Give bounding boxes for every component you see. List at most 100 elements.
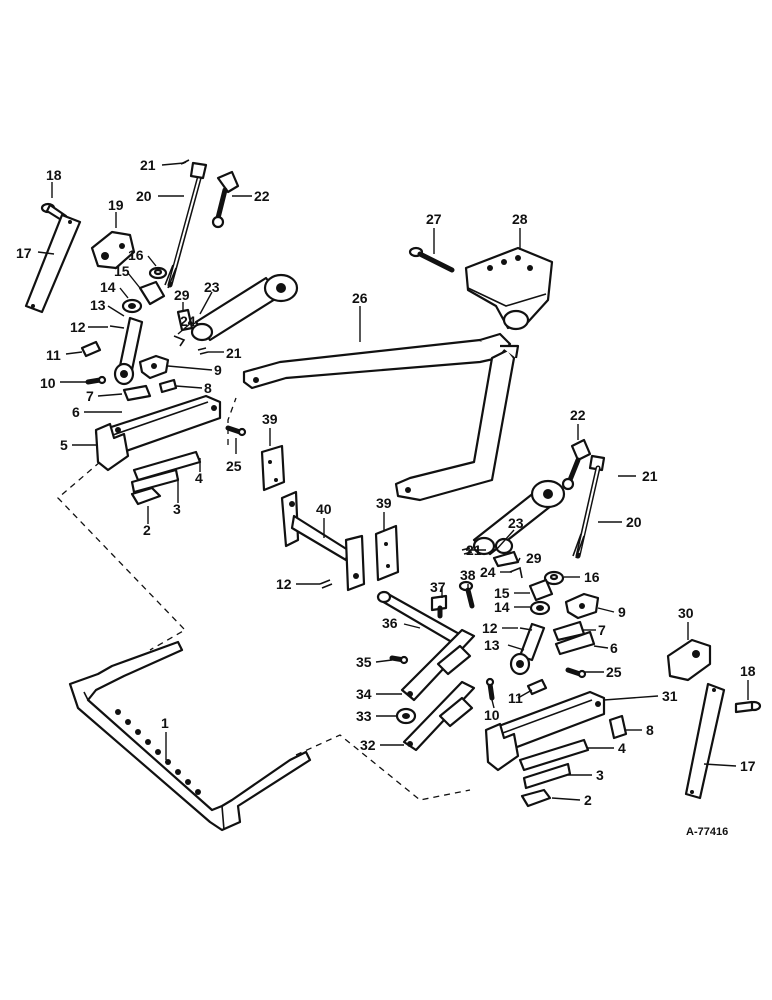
callout-11: 11 — [46, 347, 61, 363]
callout-labels: 18 17 21 20 22 19 16 15 14 13 12 29 23 2… — [16, 157, 756, 808]
pin-12-b — [319, 579, 333, 589]
callout-7: 7 — [86, 388, 94, 404]
strap-17-left — [24, 213, 82, 314]
callout-20: 20 — [136, 188, 152, 204]
bracket-30 — [666, 638, 712, 682]
left-upper-assembly — [24, 159, 299, 506]
callout-7: 7 — [598, 622, 606, 638]
callout-1: 1 — [161, 715, 169, 731]
callout-15: 15 — [114, 263, 130, 279]
pin-38 — [458, 580, 475, 609]
arm-32 — [402, 680, 476, 752]
rod-13-left — [113, 316, 144, 386]
callout-35: 35 — [356, 654, 372, 670]
callout-24: 24 — [480, 564, 496, 580]
shaft-40 — [280, 490, 366, 592]
cotter-21-b — [197, 347, 209, 355]
pin-8-right — [608, 714, 628, 740]
nut-16-left — [148, 266, 168, 280]
callout-23: 23 — [508, 515, 524, 531]
pin-18-right — [734, 700, 762, 714]
washer-16-right — [543, 570, 565, 586]
callout-27: 27 — [426, 211, 442, 227]
callout-9: 9 — [214, 362, 222, 378]
callout-13: 13 — [90, 297, 106, 313]
bar-4-right — [518, 738, 590, 772]
callout-3: 3 — [173, 501, 181, 517]
center-shaft-assembly — [260, 444, 400, 592]
right-strap-assembly — [666, 638, 762, 800]
plate-3-right — [522, 762, 572, 790]
callout-21: 21 — [140, 157, 156, 173]
callout-2: 2 — [143, 522, 151, 538]
pin-12-c — [519, 627, 533, 631]
bolt-27 — [408, 246, 455, 273]
callout-21: 21 — [642, 468, 658, 484]
callout-9: 9 — [618, 604, 626, 620]
callout-12: 12 — [276, 576, 292, 592]
cotter-21-d — [461, 547, 473, 555]
callout-28: 28 — [512, 211, 528, 227]
callout-29: 29 — [526, 550, 542, 566]
bolt-10-left — [85, 375, 107, 385]
u-frame-26 — [242, 332, 520, 502]
lift-shaft-assembly — [376, 580, 476, 752]
callout-39: 39 — [376, 495, 392, 511]
pin-11-right — [526, 678, 548, 696]
toplink-23-left — [190, 273, 299, 342]
callout-23: 23 — [204, 279, 220, 295]
block-15-left — [138, 280, 166, 306]
clip-2-left — [130, 486, 162, 506]
latch-9-left — [138, 354, 170, 380]
rod-20-right — [572, 454, 606, 559]
callout-8: 8 — [646, 722, 654, 738]
bracket-28 — [464, 246, 554, 331]
callout-15: 15 — [494, 585, 510, 601]
callout-37: 37 — [430, 579, 446, 595]
callout-22: 22 — [254, 188, 270, 204]
clevis-22-left — [211, 170, 240, 229]
callout-26: 26 — [352, 290, 368, 306]
callout-13: 13 — [484, 637, 500, 653]
callout-12: 12 — [482, 620, 498, 636]
callout-17: 17 — [740, 758, 756, 774]
toplink-23-right — [472, 479, 566, 556]
callout-34: 34 — [356, 686, 372, 702]
right-assembly — [461, 438, 628, 808]
callout-29: 29 — [174, 287, 190, 303]
pin-24-left — [173, 335, 186, 347]
callout-10: 10 — [40, 375, 56, 391]
callout-22: 22 — [570, 407, 586, 423]
drawbar-assembly-left — [94, 394, 222, 472]
callout-19: 19 — [108, 197, 124, 213]
callout-25: 25 — [606, 664, 622, 680]
bolt-25-right — [565, 667, 587, 679]
plate-39-right — [374, 524, 400, 582]
callout-16: 16 — [128, 247, 144, 263]
rod-20-left — [164, 161, 208, 289]
drawbar-assembly-right — [484, 690, 606, 772]
strap-17-right — [684, 682, 726, 800]
callout-5: 5 — [60, 437, 68, 453]
callout-40: 40 — [316, 501, 332, 517]
clip-2-right — [520, 788, 552, 808]
pin-29-right — [492, 550, 520, 568]
latch-9-right — [564, 592, 600, 620]
plate-6-right — [554, 630, 596, 656]
callout-18: 18 — [740, 663, 756, 679]
callout-33: 33 — [356, 708, 372, 724]
leader-lines — [37, 162, 749, 801]
pin-12-a — [109, 325, 125, 329]
nut-33 — [395, 707, 417, 725]
callout-12: 12 — [70, 319, 86, 335]
pin-11-left — [80, 340, 102, 358]
bushing-14-left — [121, 298, 143, 314]
bolt-35 — [389, 655, 409, 665]
callout-14: 14 — [100, 279, 116, 295]
assembly-guide-lines — [57, 397, 471, 801]
callout-6: 6 — [72, 404, 80, 420]
pin-24-right — [509, 566, 523, 579]
drawing-reference: A-77416 — [686, 826, 728, 838]
callout-24: 24 — [180, 313, 196, 329]
